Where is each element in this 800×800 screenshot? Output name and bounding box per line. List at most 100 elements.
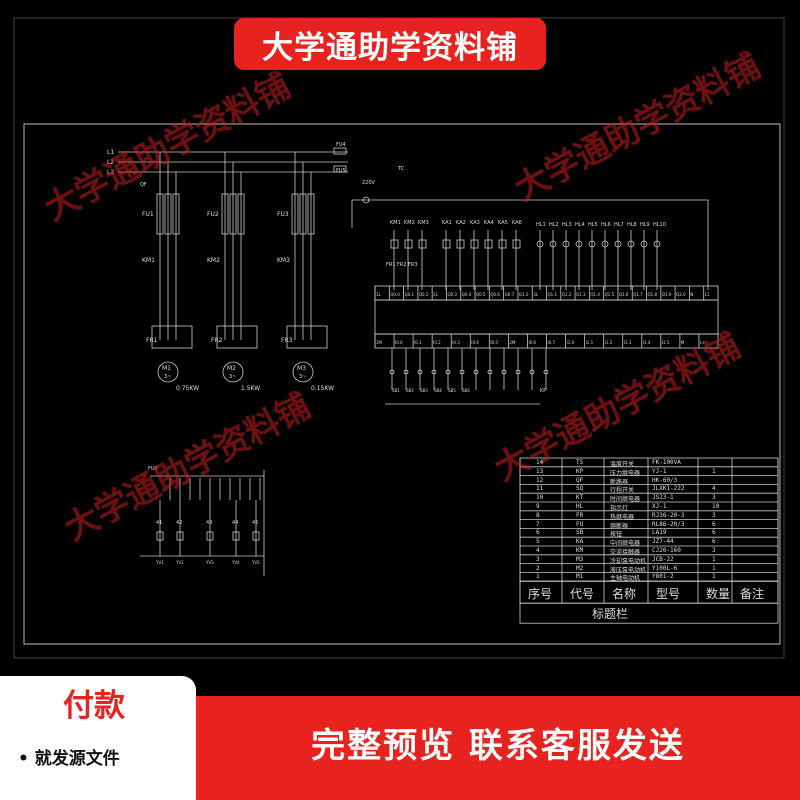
coil-box [418, 239, 427, 249]
pushbutton-symbol [473, 369, 479, 375]
cta-bar[interactable] [196, 696, 800, 800]
solenoid-coil [252, 531, 260, 541]
table-cell-qty: 6 [712, 520, 716, 528]
fuse-body [299, 193, 307, 235]
fuse-label: FU6 [148, 466, 158, 472]
table-cell-qty: 1 [712, 564, 716, 572]
solenoid-coil [232, 531, 240, 541]
table-cell-model: Y801-2 [652, 573, 674, 581]
supply-line-label: L3 [107, 169, 114, 176]
plc-input-terminal: M [681, 340, 685, 345]
thermal-relay-box [216, 325, 258, 349]
table-cell-model: JS23-1 [652, 494, 674, 502]
table-cell-name: 主轴电动机 [610, 575, 641, 583]
plc-output-terminal: Q0.2 [419, 292, 429, 297]
table-cell-name: 指示灯 [610, 505, 629, 512]
table-cell-code: QF [576, 476, 584, 484]
plc-output-terminal: L1 [705, 292, 710, 297]
table-cell-code: M2 [576, 564, 584, 572]
pushbutton-symbol [487, 369, 493, 375]
lamp-label: HL9 [640, 222, 650, 228]
table-header: 序号 [528, 587, 553, 602]
table-cell-qty: 6 [712, 529, 716, 537]
table-header: 名称 [612, 587, 637, 602]
cta-text[interactable]: 完整预览 联系客服发送 [311, 726, 685, 766]
table-cell-index: 10 [536, 494, 544, 502]
plc-output-terminal: Q0.6 [490, 292, 500, 297]
pushbutton-symbol [445, 369, 451, 375]
table-cell-model: JCB-22 [652, 555, 674, 563]
fuse-label: FU5 [336, 168, 346, 174]
table-cell-index: 5 [536, 538, 540, 546]
relay-contact-label: FR3 [408, 262, 418, 268]
solenoid-label: YV5 [251, 560, 260, 565]
table-cell-name: 交流接触器 [610, 549, 641, 556]
fuse-body [333, 147, 347, 155]
table-cell-qty: 10 [712, 503, 720, 510]
table-cell-index: 13 [536, 467, 544, 475]
plc-output-terminal: Q1.3 [576, 292, 586, 297]
motor-label: M2 [227, 365, 236, 372]
table-cell-code: M3 [576, 555, 584, 563]
plc-input-terminal: I0.2 [433, 340, 441, 345]
table-header: 备注 [740, 587, 765, 602]
plc-output-terminal: Q1.5 [605, 292, 615, 297]
motor-phase: 3~ [164, 374, 171, 380]
coil-label: KM3 [418, 220, 429, 226]
pushbutton-label: SB4 [434, 388, 442, 393]
solenoid-label: YV4 [231, 560, 240, 565]
pushbutton-label: SB2 [406, 388, 414, 393]
coil-label: KA5 [498, 220, 508, 226]
relay-contact-label: FR1 [386, 262, 396, 268]
table-cell-index: 12 [536, 476, 544, 484]
coil-label: KA4 [484, 220, 494, 226]
table-cell-index: 4 [536, 547, 540, 554]
solenoid-label: YV1 [155, 560, 164, 565]
shop-banner: 大学通助学资料铺 [234, 18, 546, 70]
fuse-body [156, 193, 164, 235]
solenoid-label: YV2 [175, 560, 184, 565]
plc-output-terminal: Q1.0 [519, 292, 529, 297]
plc-input-terminal: I1.3 [624, 340, 632, 345]
pay-card[interactable] [0, 676, 196, 800]
plc-output-terminal: Q1.1 [548, 292, 558, 297]
table-cell-code: SQ [576, 485, 584, 493]
table-cell-index: 3 [536, 555, 540, 563]
plc-input-terminal: 2M [509, 340, 516, 345]
plc-input-terminal: I1.1 [586, 340, 594, 345]
coil-box [442, 239, 451, 249]
lamp-label: HL6 [601, 222, 611, 228]
table-cell-name: 按钮 [610, 531, 623, 539]
motor-symbol [157, 361, 179, 383]
fuse-body [291, 193, 299, 235]
supply-line-label: L1 [107, 149, 114, 156]
thermal-relay-label: FR1 [146, 337, 158, 344]
table-cell-model: HK-60/3 [652, 476, 678, 484]
plc-output-terminal: 1L [376, 292, 382, 297]
table-header: 数量 [706, 587, 731, 602]
table-cell-name: 熔断器 [610, 522, 629, 530]
fuse-body [237, 193, 245, 235]
table-cell-index: 14 [536, 459, 544, 466]
plc-output-terminal: Q0.3 [447, 292, 457, 297]
table-cell-code: FR [576, 511, 584, 519]
plc-input-terminal: I0.0 [395, 340, 403, 345]
lamp-label: HL3 [562, 222, 572, 228]
lamp-label: HL4 [575, 222, 585, 228]
fuse-body [164, 193, 172, 235]
pushbutton-symbol [515, 369, 521, 375]
plc-input-terminal: I0.3 [452, 340, 460, 345]
table-cell-model: CJ20-160 [652, 547, 681, 554]
table-cell-model: FK-100VA [652, 459, 681, 466]
transformer-voltage: 220V [362, 180, 376, 186]
plc-output-terminal: Q0.1 [405, 292, 415, 297]
solenoid-coil [176, 531, 184, 541]
motor-label: M3 [297, 365, 306, 372]
contactor-label: KM2 [207, 257, 220, 264]
table-cell-model: JLXK1-222 [652, 485, 685, 493]
plc-output-terminal: Q0.0 [390, 292, 400, 297]
breaker-label: QF [140, 182, 147, 188]
table-cell-qty: 1 [712, 467, 716, 475]
pay-title[interactable]: 付款 [63, 688, 125, 724]
